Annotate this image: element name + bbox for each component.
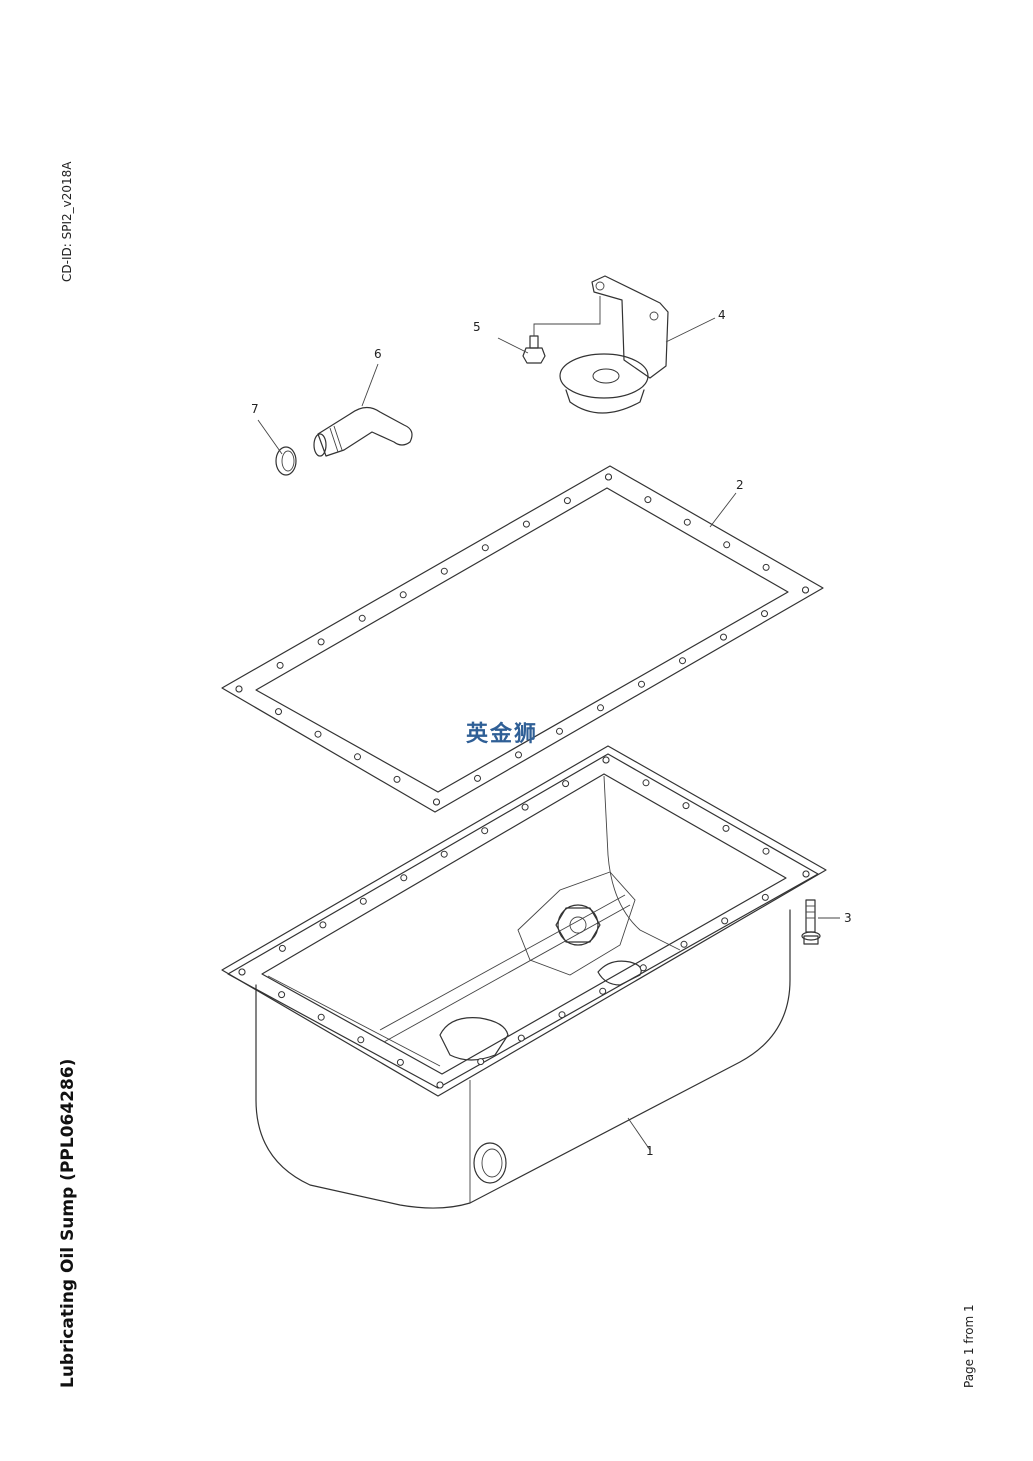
gasket-bolt-hole <box>275 708 282 716</box>
gasket-bolt-hole <box>723 541 731 549</box>
pan-flange-bolt-hole <box>278 991 286 999</box>
gasket-bolt-hole <box>762 563 770 571</box>
pan-flange-bolt-hole <box>682 802 690 810</box>
pan-flange-bolt-hole <box>278 944 286 952</box>
pan-flange-bolt-hole <box>319 921 327 929</box>
gasket-bolt-hole <box>605 473 612 481</box>
pan-flange-bolt-hole <box>722 824 730 832</box>
gasket-bolt-hole <box>679 657 686 665</box>
gasket-bolt-hole <box>802 586 809 594</box>
callout-5: 5 <box>473 320 481 334</box>
gasket-bolt-hole <box>638 680 645 688</box>
pan-flange-bolt-hole <box>802 870 810 878</box>
gasket-bolt-hole <box>358 614 366 622</box>
leader-lines <box>257 296 840 1151</box>
pan-flange-bolt-hole <box>761 893 769 901</box>
hex-screw-icon <box>522 335 546 364</box>
pan-flange-bolt-hole <box>517 1034 525 1042</box>
gasket-bolt-hole <box>399 591 407 599</box>
gasket-bolt-hole <box>393 775 401 783</box>
pan-flange-bolt-hole <box>602 756 610 764</box>
gasket-bolt-hole <box>644 496 652 504</box>
pan-flange-bolt-hole <box>238 968 246 976</box>
gasket-bolt-hole <box>522 520 530 528</box>
gasket-bolt-hole <box>683 518 691 526</box>
gasket-bolt-hole <box>563 497 571 505</box>
pan-flange-bolt-hole <box>521 803 529 811</box>
flange-bolt-icon <box>801 899 821 945</box>
gasket-bolt-hole <box>354 753 361 761</box>
o-ring-icon <box>275 446 297 476</box>
pan-flange-bolt-hole <box>562 780 570 788</box>
gasket-bolt-hole <box>556 727 563 735</box>
pan-flange-bolt-hole <box>680 940 688 948</box>
gasket-bolt-hole <box>474 774 481 782</box>
pan-flange-bolt-hole <box>599 987 607 995</box>
gasket-bolt-hole <box>433 798 440 806</box>
pan-flange-bolt-hole <box>436 1081 444 1089</box>
gasket-bolt-hole <box>597 704 604 712</box>
gasket-bolt-hole <box>515 751 522 759</box>
suction-strainer-bracket-icon <box>559 275 669 414</box>
gasket-bolt-hole <box>235 685 243 693</box>
gasket-bolt-hole <box>276 661 284 669</box>
callout-7: 7 <box>251 402 259 416</box>
pan-flange-bolt-hole <box>400 874 408 882</box>
gasket-bolt-hole <box>720 633 727 641</box>
callout-6: 6 <box>374 347 382 361</box>
pan-flange-bolt-hole <box>639 964 647 972</box>
gasket-bolt-hole <box>481 544 489 552</box>
callout-1: 1 <box>646 1144 654 1158</box>
sump-gasket-icon <box>221 465 824 813</box>
pan-flange-bolt-hole <box>481 827 489 835</box>
oil-sump-pan-icon <box>221 745 827 1209</box>
pan-flange-bolt-hole <box>477 1058 485 1066</box>
pan-flange-bolt-hole <box>721 917 729 925</box>
pan-flange-bolt-hole <box>317 1013 325 1021</box>
callout-4: 4 <box>718 308 726 322</box>
gasket-bolt-hole <box>317 638 325 646</box>
pan-flange-bolt-hole <box>359 897 367 905</box>
pan-flange-bolt-hole <box>558 1011 566 1019</box>
gasket-bolt-hole <box>314 730 322 738</box>
pan-flange-bolt-hole <box>642 779 650 787</box>
suction-pipe-icon <box>313 406 413 457</box>
callout-2: 2 <box>736 478 744 492</box>
gasket-bolt-hole <box>440 567 448 575</box>
callout-3: 3 <box>844 911 852 925</box>
watermark-logo: 英金狮 <box>466 722 539 747</box>
pan-flange-bolt-hole <box>396 1058 404 1066</box>
pan-flange-bolt-hole <box>762 847 770 855</box>
pan-flange-bolt-hole <box>440 850 448 858</box>
gasket-bolt-hole <box>761 610 768 618</box>
pan-flange-bolt-hole <box>357 1036 365 1044</box>
